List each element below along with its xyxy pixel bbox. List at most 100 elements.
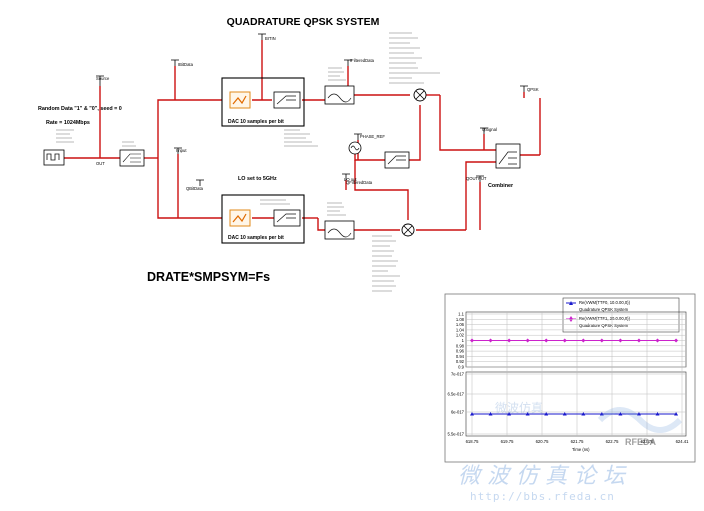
filter-lower-block[interactable] (324, 220, 355, 240)
probe-markers: BITIN IBitData Source IInput IFilteredDa… (96, 33, 539, 191)
top-tick-label: 1.1 (458, 312, 464, 317)
x-tick-label: 618.75 (466, 439, 479, 444)
probe-bitin-label: BITIN (265, 36, 276, 41)
series-point-bottom (655, 412, 660, 416)
probe-out-label: OUT (96, 161, 105, 166)
watermark-cn: 微 波 仿 真 论 坛 (458, 464, 627, 489)
x-tick-label: 624.41 (676, 439, 689, 444)
probe-out[interactable]: OUT (96, 161, 105, 166)
top-tick-label: 1.04 (456, 327, 465, 332)
phase-shifter-block[interactable] (384, 151, 410, 169)
series-point-top (470, 338, 474, 343)
probe-qpsk-label: QPSK (527, 87, 539, 92)
filter-upper-block[interactable] (324, 85, 355, 105)
probe-qoutput-label: QOUTPUT (466, 176, 487, 181)
watermark-url: http://bbs.rfeda.cn (470, 490, 615, 503)
probe-bitin[interactable]: BITIN (258, 33, 276, 41)
top-tick-label: 0.9 (458, 365, 464, 370)
watermark-swirl (597, 407, 683, 433)
top-tick-label: 0.92 (456, 359, 465, 364)
series-point-bottom (674, 412, 679, 416)
probe-phase-ref-label: PHASE_REF (360, 134, 385, 139)
series-point-top (488, 338, 493, 343)
bottom-tick-label: 6.5e-017 (447, 392, 464, 397)
series-point-bottom (636, 412, 641, 416)
random-source-block[interactable] (43, 149, 65, 166)
probe-ifiltered-label: IFilteredData (350, 58, 375, 63)
mixer-lower[interactable] (401, 223, 415, 237)
probe-ibitdata[interactable]: IBitData (171, 59, 194, 67)
series-point-top (507, 338, 512, 343)
series-bottom (470, 412, 679, 416)
series-point-bottom (544, 412, 549, 416)
probe-qsignal[interactable]: QSignal (480, 127, 497, 134)
plot-legend: Re(VWM(TTF0, 10.0.00,0)) Quadrature QPSK… (562, 297, 680, 333)
probe-lo-out[interactable]: LO out (342, 173, 357, 182)
legend-series1: Re(VWM(TTF0, 10.0.00,0)) (579, 300, 631, 305)
probe-lo-out-label: LO out (344, 177, 357, 182)
series-point-bottom (562, 412, 567, 416)
top-tick-label: 0.98 (456, 343, 465, 348)
probe-qfiltered[interactable]: QFilteredData (346, 180, 373, 185)
plot-bottom-frame (465, 371, 687, 437)
diagram-title: QUADRATURE QPSK SYSTEM (227, 16, 380, 28)
series-point-bottom (507, 412, 512, 416)
random-data-note: Random Data "1" & "0", seed = 0 (38, 106, 122, 112)
top-tick-label: 0.94 (456, 354, 465, 359)
probe-qbitdata[interactable]: QBitData (186, 179, 204, 191)
x-axis-label: Time (ns) (572, 447, 590, 452)
mixer-upper[interactable] (413, 88, 427, 102)
x-tick-label: 619.75 (501, 439, 514, 444)
series-point-bottom (581, 412, 586, 416)
probe-qpsk[interactable]: QPSK (520, 85, 539, 92)
dac-lower-group[interactable]: DAC 10 samples per bit (221, 194, 305, 244)
x-tick-label: 623.75 (641, 439, 654, 444)
series-point-top (674, 338, 679, 343)
probe-qfiltered-label: QFilteredData (346, 180, 373, 185)
watermark: 微波仿真 RFEDA 微 波 仿 真 论 坛 http://bbs.rfeda.… (458, 401, 683, 503)
dac-upper-group[interactable]: DAC 10 samples per bit (221, 77, 305, 127)
top-tick-label: 0.96 (456, 349, 465, 354)
series-point-top (599, 338, 604, 343)
bottom-tick-label: 6e-017 (451, 410, 465, 415)
top-tick-label: 1.06 (456, 322, 465, 327)
x-tick-label: 620.75 (536, 439, 549, 444)
top-tick-label: 1 (462, 338, 465, 343)
top-tick-label: 1.02 (456, 333, 465, 338)
probe-ifiltered[interactable]: IFilteredData (344, 58, 375, 66)
probe-source-label: Source (96, 76, 110, 81)
legend-series2: Re(VWM(TTF1, 20.0.00,0)) (579, 316, 631, 321)
lo-source-block[interactable] (348, 141, 362, 155)
dac-lower-label: DAC 10 samples per bit (228, 235, 284, 241)
lo-note: LO set to 5GHz (238, 176, 277, 182)
plot-panel: Re(VWM(TTF0, 10.0.00,0)) Quadrature QPSK… (444, 293, 696, 463)
series-point-bottom (618, 412, 623, 416)
series-point-bottom (488, 412, 493, 416)
wiring (64, 40, 541, 231)
x-axis-ticks: 618.75 619.75 620.75 621.75 622.75 623.75 624.… (466, 439, 689, 444)
probe-iinput[interactable]: IInput (174, 147, 187, 154)
probe-source[interactable]: Source (96, 75, 110, 86)
legend-source2: Quadrature QPSK System (579, 323, 629, 328)
parameter-text-blocks (56, 32, 440, 292)
legend-source1: Quadrature QPSK System (579, 307, 629, 312)
watermark-brand: RFEDA (625, 437, 656, 447)
bottom-tick-label: 5.5e-017 (447, 432, 464, 437)
x-tick-label: 622.75 (606, 439, 619, 444)
top-tick-label: 1.08 (456, 317, 465, 322)
probe-qbitdata-label: QBitData (186, 186, 204, 191)
bottom-tick-label: 7e-017 (451, 372, 465, 377)
combiner-block[interactable] (495, 143, 521, 169)
probe-phase-ref[interactable]: PHASE_REF (354, 133, 385, 140)
probe-iinput-label: IInput (176, 148, 187, 153)
series-point-top (618, 338, 623, 343)
rate-equation: DRATE*SMPSYM=Fs (147, 270, 270, 284)
watermark-cn-top: 微波仿真 (495, 401, 543, 415)
splitter-block[interactable] (119, 149, 145, 167)
x-tick-label: 621.75 (571, 439, 584, 444)
rate-note: Rate = 1024Mbps (46, 120, 90, 126)
series-point-top (562, 338, 567, 343)
probe-qoutput[interactable]: QOUTPUT (466, 175, 487, 182)
